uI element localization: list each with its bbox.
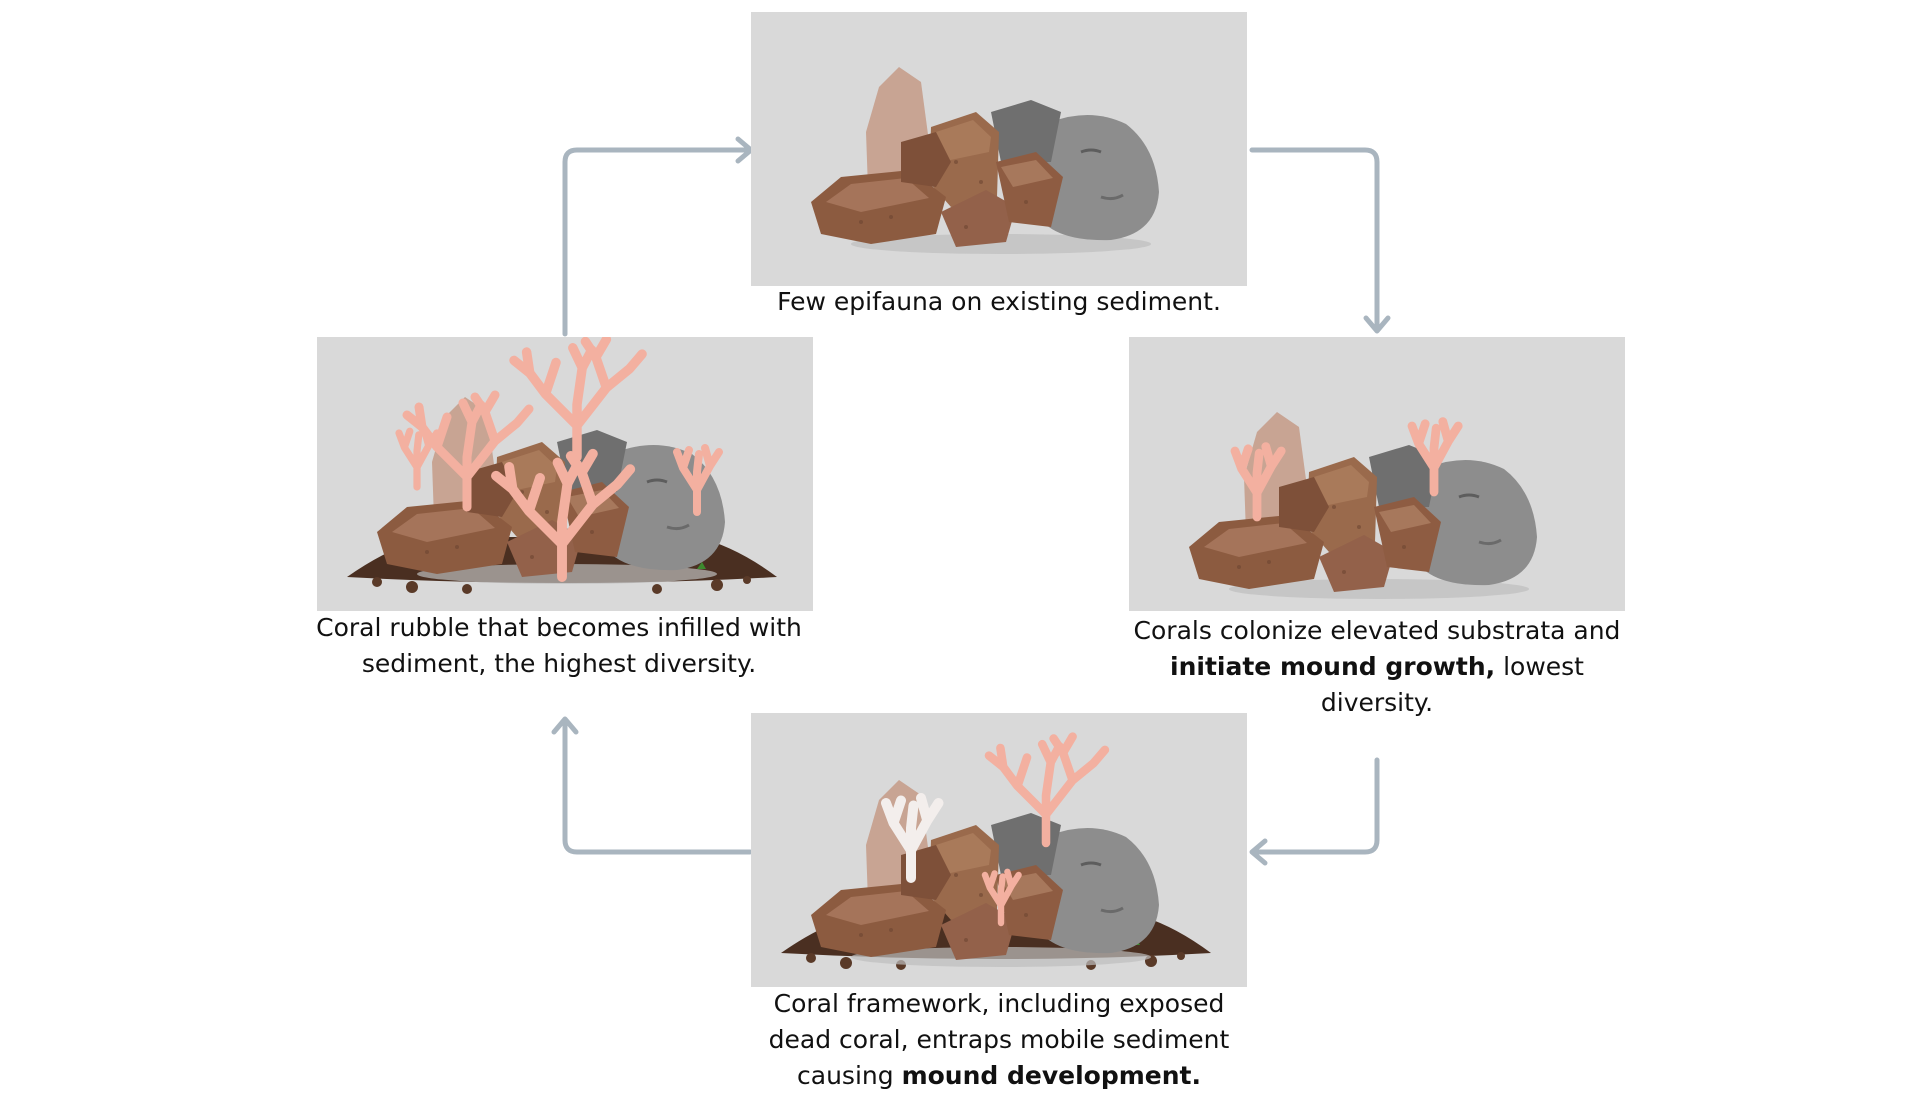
stage-panel-colonization [1129, 337, 1625, 611]
stage-panel-framework [751, 713, 1247, 987]
arrow-bottom-to-left-head [551, 716, 579, 735]
arrow-bottom-to-left [562, 717, 753, 855]
caption-after-bold: lowest [1495, 652, 1584, 681]
caption-line-1: Corals colonize elevated substrata and [1133, 616, 1621, 645]
arrow-left-to-top-head [735, 136, 754, 164]
arrow-right-to-bottom-head [1249, 838, 1268, 866]
caption-line-1: Coral rubble that becomes infilled with [316, 613, 802, 642]
caption-bold: initiate mound growth, [1170, 652, 1496, 681]
caption-line-3: diversity. [1320, 688, 1434, 717]
caption-line-3: causing mound development. [739, 1058, 1259, 1094]
arrow-right-to-bottom [1250, 757, 1380, 855]
rock-pile-illustration [809, 65, 1161, 256]
caption-line-2: sediment, the highest diversity. [361, 649, 757, 678]
stage-caption-rocks: Few epifauna on existing sediment. [739, 284, 1259, 320]
arrow-top-to-right [1249, 147, 1380, 333]
coral-framework-illustration [781, 713, 1211, 970]
arrow-top-to-right-head [1363, 315, 1391, 334]
arrow-left-to-top [562, 147, 753, 337]
stage-caption-colonization: Corals colonize elevated substrata and i… [1117, 613, 1637, 721]
dead-coral-icon [881, 793, 944, 883]
stage-caption-framework: Coral framework, including exposed dead … [739, 986, 1259, 1094]
stage-caption-rubble: Coral rubble that becomes infilled with … [299, 610, 819, 682]
rock-pile-with-corals-illustration [1187, 410, 1539, 601]
caption-line-2: dead coral, entraps mobile sediment [768, 1025, 1230, 1054]
caption-prefix: causing [797, 1061, 902, 1090]
coral-rubble-illustration [347, 337, 777, 594]
caption-text: Few epifauna on existing sediment. [777, 287, 1221, 316]
caption-line-2: initiate mound growth, lowest [1117, 649, 1637, 685]
caption-line-1: Coral framework, including exposed [773, 989, 1225, 1018]
stage-panel-rocks [751, 12, 1247, 286]
stage-panel-rubble [317, 337, 813, 611]
caption-bold: mound development. [901, 1061, 1201, 1090]
